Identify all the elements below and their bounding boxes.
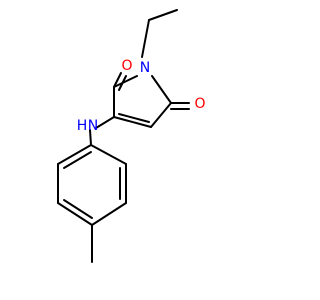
bond-c4-c5: [150, 102, 172, 128]
bond-ar-3-4: [91, 202, 127, 226]
atom-nitrogen-ring: N: [140, 60, 150, 76]
bond-n-c2: [113, 75, 138, 88]
bonds: [57, 9, 190, 263]
atom-nitrogen-amine: N: [88, 118, 98, 134]
bond-ar-1-2: [90, 144, 127, 165]
molecule-structure: O O N N H: [0, 0, 300, 300]
structure-canvas: O O N N H: [0, 0, 300, 300]
bond-ar-4-5-double: [63, 199, 93, 219]
atom-oxygen-top: O: [121, 58, 132, 74]
background: [0, 0, 300, 300]
bond-c2-o-a: [113, 72, 122, 88]
bond-ethyl-ch2-n: [141, 19, 150, 58]
atom-labels: O O N N H: [77, 58, 206, 134]
bond-ar-6-1: [57, 144, 92, 165]
atom-hydrogen-amine: H: [77, 118, 88, 134]
bond-ar-4-5: [57, 202, 93, 226]
bond-ethyl-ch3-ch2: [148, 9, 178, 21]
bond-c3-c4: [113, 116, 152, 128]
bond-nh-aryl: [89, 129, 92, 146]
bond-ar-6-1-double: [63, 151, 92, 169]
bond-n-c5: [151, 75, 172, 104]
bond-c2-o-b: [118, 75, 127, 91]
bond-c3-c4-double: [118, 113, 150, 123]
bond-c3-nh: [95, 116, 115, 129]
atom-oxygen-right: O: [194, 96, 205, 112]
